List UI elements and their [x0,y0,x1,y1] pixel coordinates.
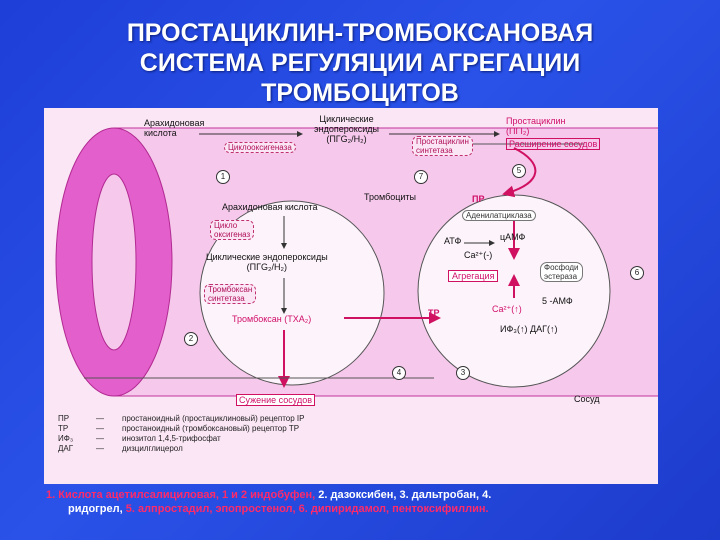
legend-dash: — [96,424,122,434]
legend-text: дизцилглицерол [122,444,183,454]
box-thromboxane-synthetase: Тромбоксан синтетаза [204,284,256,304]
label-tr-receptor: ТР [428,308,440,318]
legend-dash: — [96,434,122,444]
footnote-part-1: 1. Кислота ацетилсалициловая, 1 и 2 индо… [46,489,315,501]
label-pr-receptor: ПР [472,194,484,204]
box-cyclooxygenase: Циклооксигеназа [224,142,296,153]
legend-dash: — [96,414,122,424]
label-vessel: Сосуд [574,394,599,404]
legend-row: ПР—простаноидный (простациклиновый) реце… [58,414,304,424]
legend-row: ДАГ—дизцилглицерол [58,444,304,454]
label-ip-dag: ИФ₃(↑) ДАГ(↑) [500,324,557,334]
label-ca-minus: Ca²⁺(-) [464,250,492,260]
marker-6: 6 [630,266,644,280]
legend-row: ИФ₃—инозитол 1,4,5-трифосфат [58,434,304,444]
marker-7: 7 [414,170,428,184]
legend-text: простаноидный (тромбоксановый) рецептор … [122,424,299,434]
title-line-2: СИСТЕМА РЕГУЛЯЦИИ АГРЕГАЦИИ [60,48,660,78]
label-atp: АТФ [444,236,461,246]
title-line-1: ПРОСТАЦИКЛИН-ТРОМБОКСАНОВАЯ [60,18,660,48]
label-endoperoxides-top: Циклические эндопероксиды (ПГG₂/H₂) [314,114,379,144]
marker-1: 1 [216,170,230,184]
label-arachidonic-inner: Арахидоновая кислота [222,202,317,212]
label-ca-up: Ca²⁺(↑) [492,304,522,314]
legend-dash: — [96,444,122,454]
box-prostacyclin-synthetase: Простациклин синтетаза [412,136,473,156]
legend-text: инозитол 1,4,5-трифосфат [122,434,221,444]
legend-abbr: ТР [58,424,96,434]
slide-title: ПРОСТАЦИКЛИН-ТРОМБОКСАНОВАЯ СИСТЕМА РЕГУ… [60,18,660,108]
box-phosphodiesterase: Фосфоди эстераза [540,262,583,282]
footnote-part-4: 5. алпростадил, эпопростенол, 6. дипирид… [123,503,489,515]
footnote: 1. Кислота ацетилсалициловая, 1 и 2 индо… [46,488,666,516]
label-platelets: Тромбоциты [364,192,416,202]
label-vasoconstriction: Сужение сосудов [236,394,315,406]
label-thromboxane: Тромбоксан (ТХА₂) [232,314,311,324]
box-adenylate-cyclase: Аденилатциклаза [462,210,536,221]
legend-row: ТР—простаноидный (тромбоксановый) рецепт… [58,424,304,434]
title-line-3: ТРОМБОЦИТОВ [60,78,660,108]
marker-5: 5 [512,164,526,178]
marker-3: 3 [456,366,470,380]
label-5-amp: 5 -АМФ [542,296,573,306]
legend-abbr: ПР [58,414,96,424]
label-camp: цАМФ [500,232,525,242]
legend-abbr: ИФ₃ [58,434,96,444]
marker-2: 2 [184,332,198,346]
label-endoperoxides-inner: Циклические эндопероксиды (ПГG₂/H₂) [206,252,328,272]
legend-abbr: ДАГ [58,444,96,454]
label-vasodilation: Расширение сосудов [506,138,600,150]
footnote-part-3: ридогрел, [46,503,123,515]
legend: ПР—простаноидный (простациклиновый) реце… [58,414,304,454]
box-cyclooxygenase-inner: Цикло оксигеназ [210,220,254,240]
label-aggregation: Агрегация [448,270,498,282]
legend-text: простаноидный (простациклиновый) рецепто… [122,414,304,424]
footnote-part-2: 2. дазоксибен, 3. дальтробан, 4. [315,489,491,501]
label-prostacyclin: Простациклин (ПГI₂) [506,116,565,136]
vessel-ring-inner [92,174,136,350]
marker-4: 4 [392,366,406,380]
label-arachidonic-top: Арахидоновая кислота [144,118,204,138]
